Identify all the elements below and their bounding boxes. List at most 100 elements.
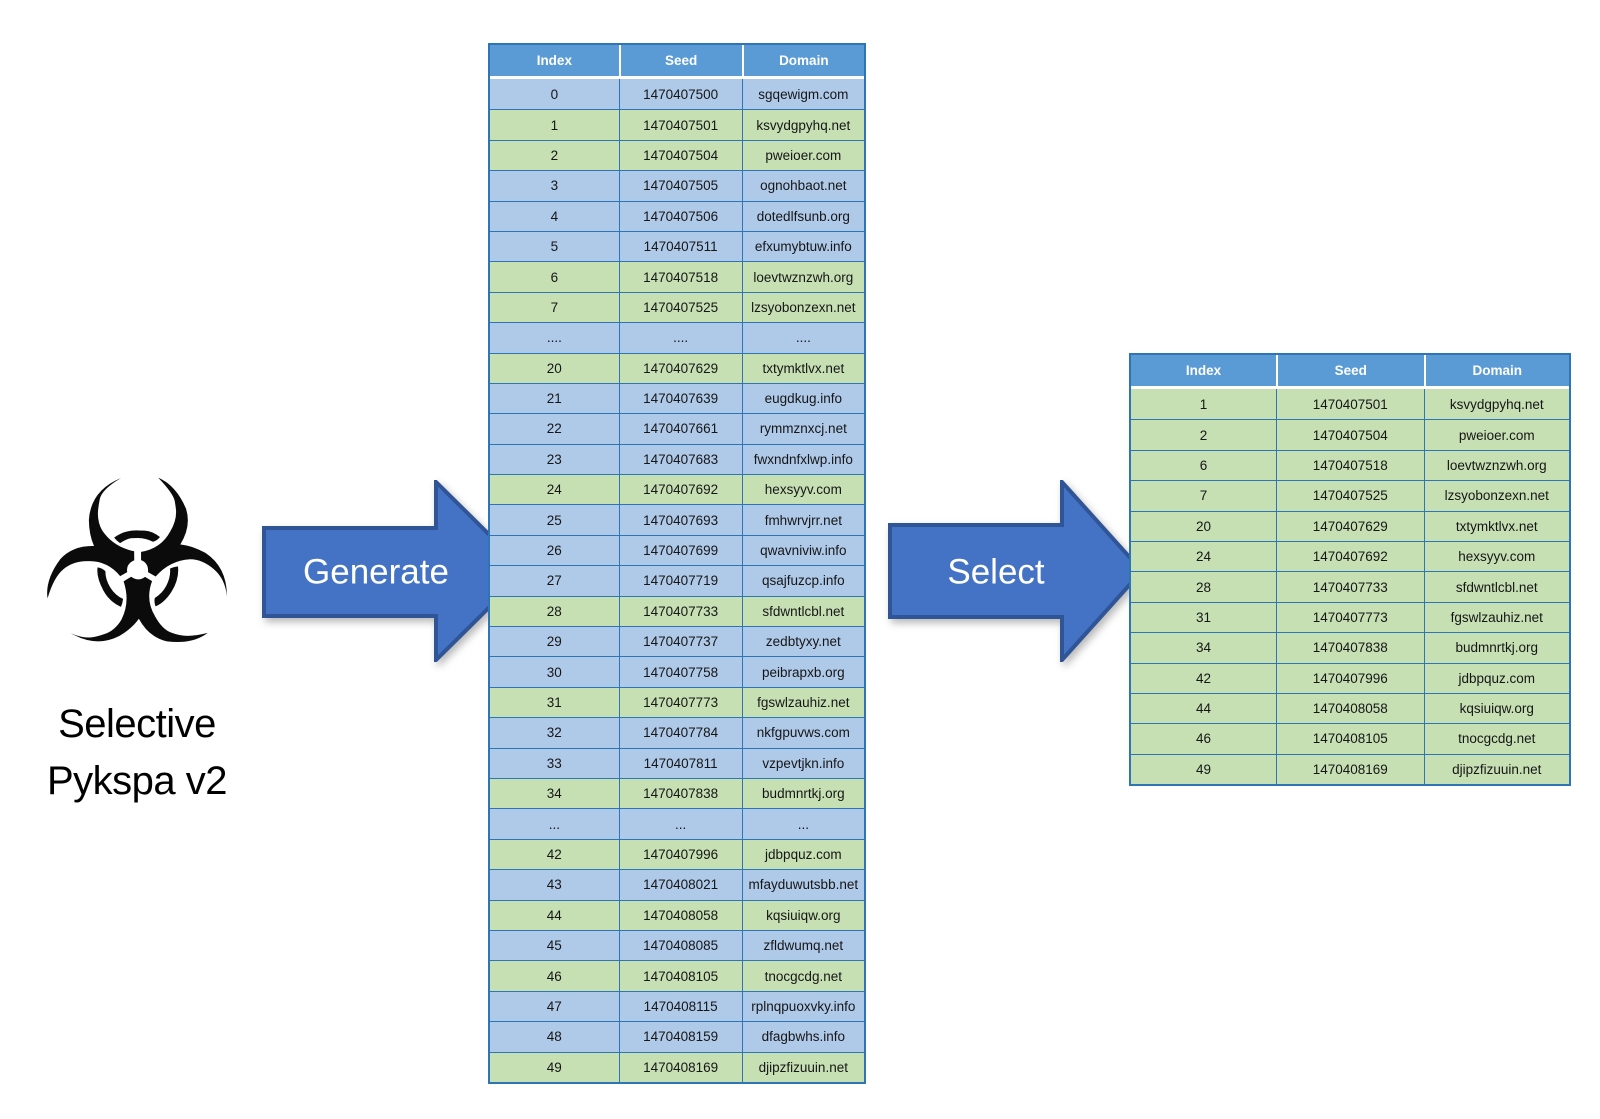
table-cell-domain: loevtwznzwh.org (1423, 450, 1569, 481)
table-cell-domain: lzsyobonzexn.net (1423, 481, 1569, 511)
table-cell-index: 1 (490, 110, 619, 140)
table-cell-domain: kqsiuiqw.org (741, 900, 864, 930)
table-cell-seed: 1470407733 (1275, 572, 1424, 602)
table-cell-domain: kqsiuiqw.org (1423, 693, 1569, 724)
table-cell-seed: 1470407504 (618, 140, 742, 171)
table-cell-seed: 1470407692 (1275, 541, 1424, 572)
table-cell-index: 25 (490, 505, 619, 535)
table-cell-index: 46 (1131, 724, 1276, 754)
table-cell-index: .... (490, 323, 619, 353)
malware-figure: ☣ Selective Pykspa v2 (17, 440, 257, 810)
table-cell-domain: dfagbwhs.info (741, 1022, 864, 1052)
table-cell-domain: efxumybtuw.info (741, 231, 864, 262)
generate-arrow-shape (262, 480, 529, 662)
table-cell-seed: 1470407504 (1275, 420, 1424, 450)
table-cell-domain: dotedlfsunb.org (741, 201, 864, 231)
table-cell-index: 4 (490, 201, 619, 231)
table-cell-index: 28 (490, 596, 619, 627)
table-cell-domain: .... (741, 323, 864, 353)
table-cell-index: 6 (1131, 450, 1276, 481)
table-cell-domain: lzsyobonzexn.net (741, 292, 864, 323)
table-cell-seed: 1470408169 (618, 1052, 742, 1082)
table-cell-index: 29 (490, 627, 619, 657)
table-cell-domain: zfldwumq.net (741, 930, 864, 961)
table-cell-seed: 1470407737 (618, 627, 742, 657)
table-cell-index: 26 (490, 535, 619, 566)
table-cell-seed: .... (618, 323, 742, 353)
table-cell-domain: ksvydgpyhq.net (741, 110, 864, 140)
column-header-index: Index (536, 53, 572, 68)
table-cell-index: 46 (490, 961, 619, 991)
table-cell-domain: eugdkug.info (741, 383, 864, 414)
table-cell-index: 32 (490, 718, 619, 748)
select-arrow-shape (888, 480, 1145, 662)
table-cell-domain: mfayduwutsbb.net (741, 870, 864, 900)
table-cell-seed: 1470408021 (618, 870, 742, 900)
table-cell-seed: 1470407683 (618, 444, 742, 475)
table-cell-domain: txtymktlvx.net (741, 353, 864, 383)
table-cell-index: 28 (1131, 572, 1276, 602)
table-cell-index: 47 (490, 991, 619, 1022)
table-cell-seed: 1470407773 (618, 687, 742, 718)
table-cell-index: 49 (1131, 754, 1276, 785)
table-cell-index: 21 (490, 383, 619, 414)
malware-title-line1: Selective (58, 702, 216, 746)
table-cell-seed: 1470408105 (618, 961, 742, 991)
table-cell-domain: hexsyyv.com (741, 475, 864, 505)
table-cell-domain: fmhwrvjrr.net (741, 505, 864, 535)
table-cell-index: 48 (490, 1022, 619, 1052)
table-cell-domain: fgswlzauhiz.net (1423, 602, 1569, 633)
table-cell-seed: 1470408159 (618, 1022, 742, 1052)
table-row: ............ (490, 322, 864, 353)
table-cell-seed: 1470407838 (618, 778, 742, 809)
table-cell-index: 49 (490, 1052, 619, 1082)
table-cell-domain: sgqewigm.com (741, 79, 864, 110)
table-cell-seed: 1470407719 (618, 566, 742, 596)
table-cell-seed: 1470408105 (1275, 724, 1424, 754)
table-cell-seed: 1470407525 (618, 292, 742, 323)
table-cell-index: 31 (1131, 602, 1276, 633)
table-cell-seed: 1470407811 (618, 748, 742, 778)
table-cell-domain: ognohbaot.net (741, 171, 864, 201)
malware-title-line2: Pykspa v2 (46, 759, 228, 803)
table-cell-seed: 1470407639 (618, 383, 742, 414)
table-cell-index: 34 (1131, 633, 1276, 663)
table-cell-seed: 1470407996 (1275, 663, 1424, 693)
table-cell-domain: djipzfizuuin.net (741, 1052, 864, 1082)
table-cell-seed: 1470407518 (618, 262, 742, 292)
table-cell-domain: ksvydgpyhq.net (1423, 389, 1569, 420)
table-cell-domain: peibrapxb.org (741, 657, 864, 687)
table-cell-seed: 1470407692 (618, 475, 742, 505)
table-cell-index: 45 (490, 930, 619, 961)
table-cell-index: 1 (1131, 389, 1276, 420)
table-cell-domain: sfdwntlcbl.net (741, 596, 864, 627)
table-cell-seed: 1470408115 (618, 991, 742, 1022)
select-arrow: Select (888, 480, 1145, 662)
generate-arrow: Generate (262, 480, 529, 662)
table-cell-seed: 1470407773 (1275, 602, 1424, 633)
column-header-domain: Domain (1423, 355, 1569, 386)
table-cell-index: 42 (490, 839, 619, 870)
generate-arrow-label: Generate (303, 553, 449, 592)
